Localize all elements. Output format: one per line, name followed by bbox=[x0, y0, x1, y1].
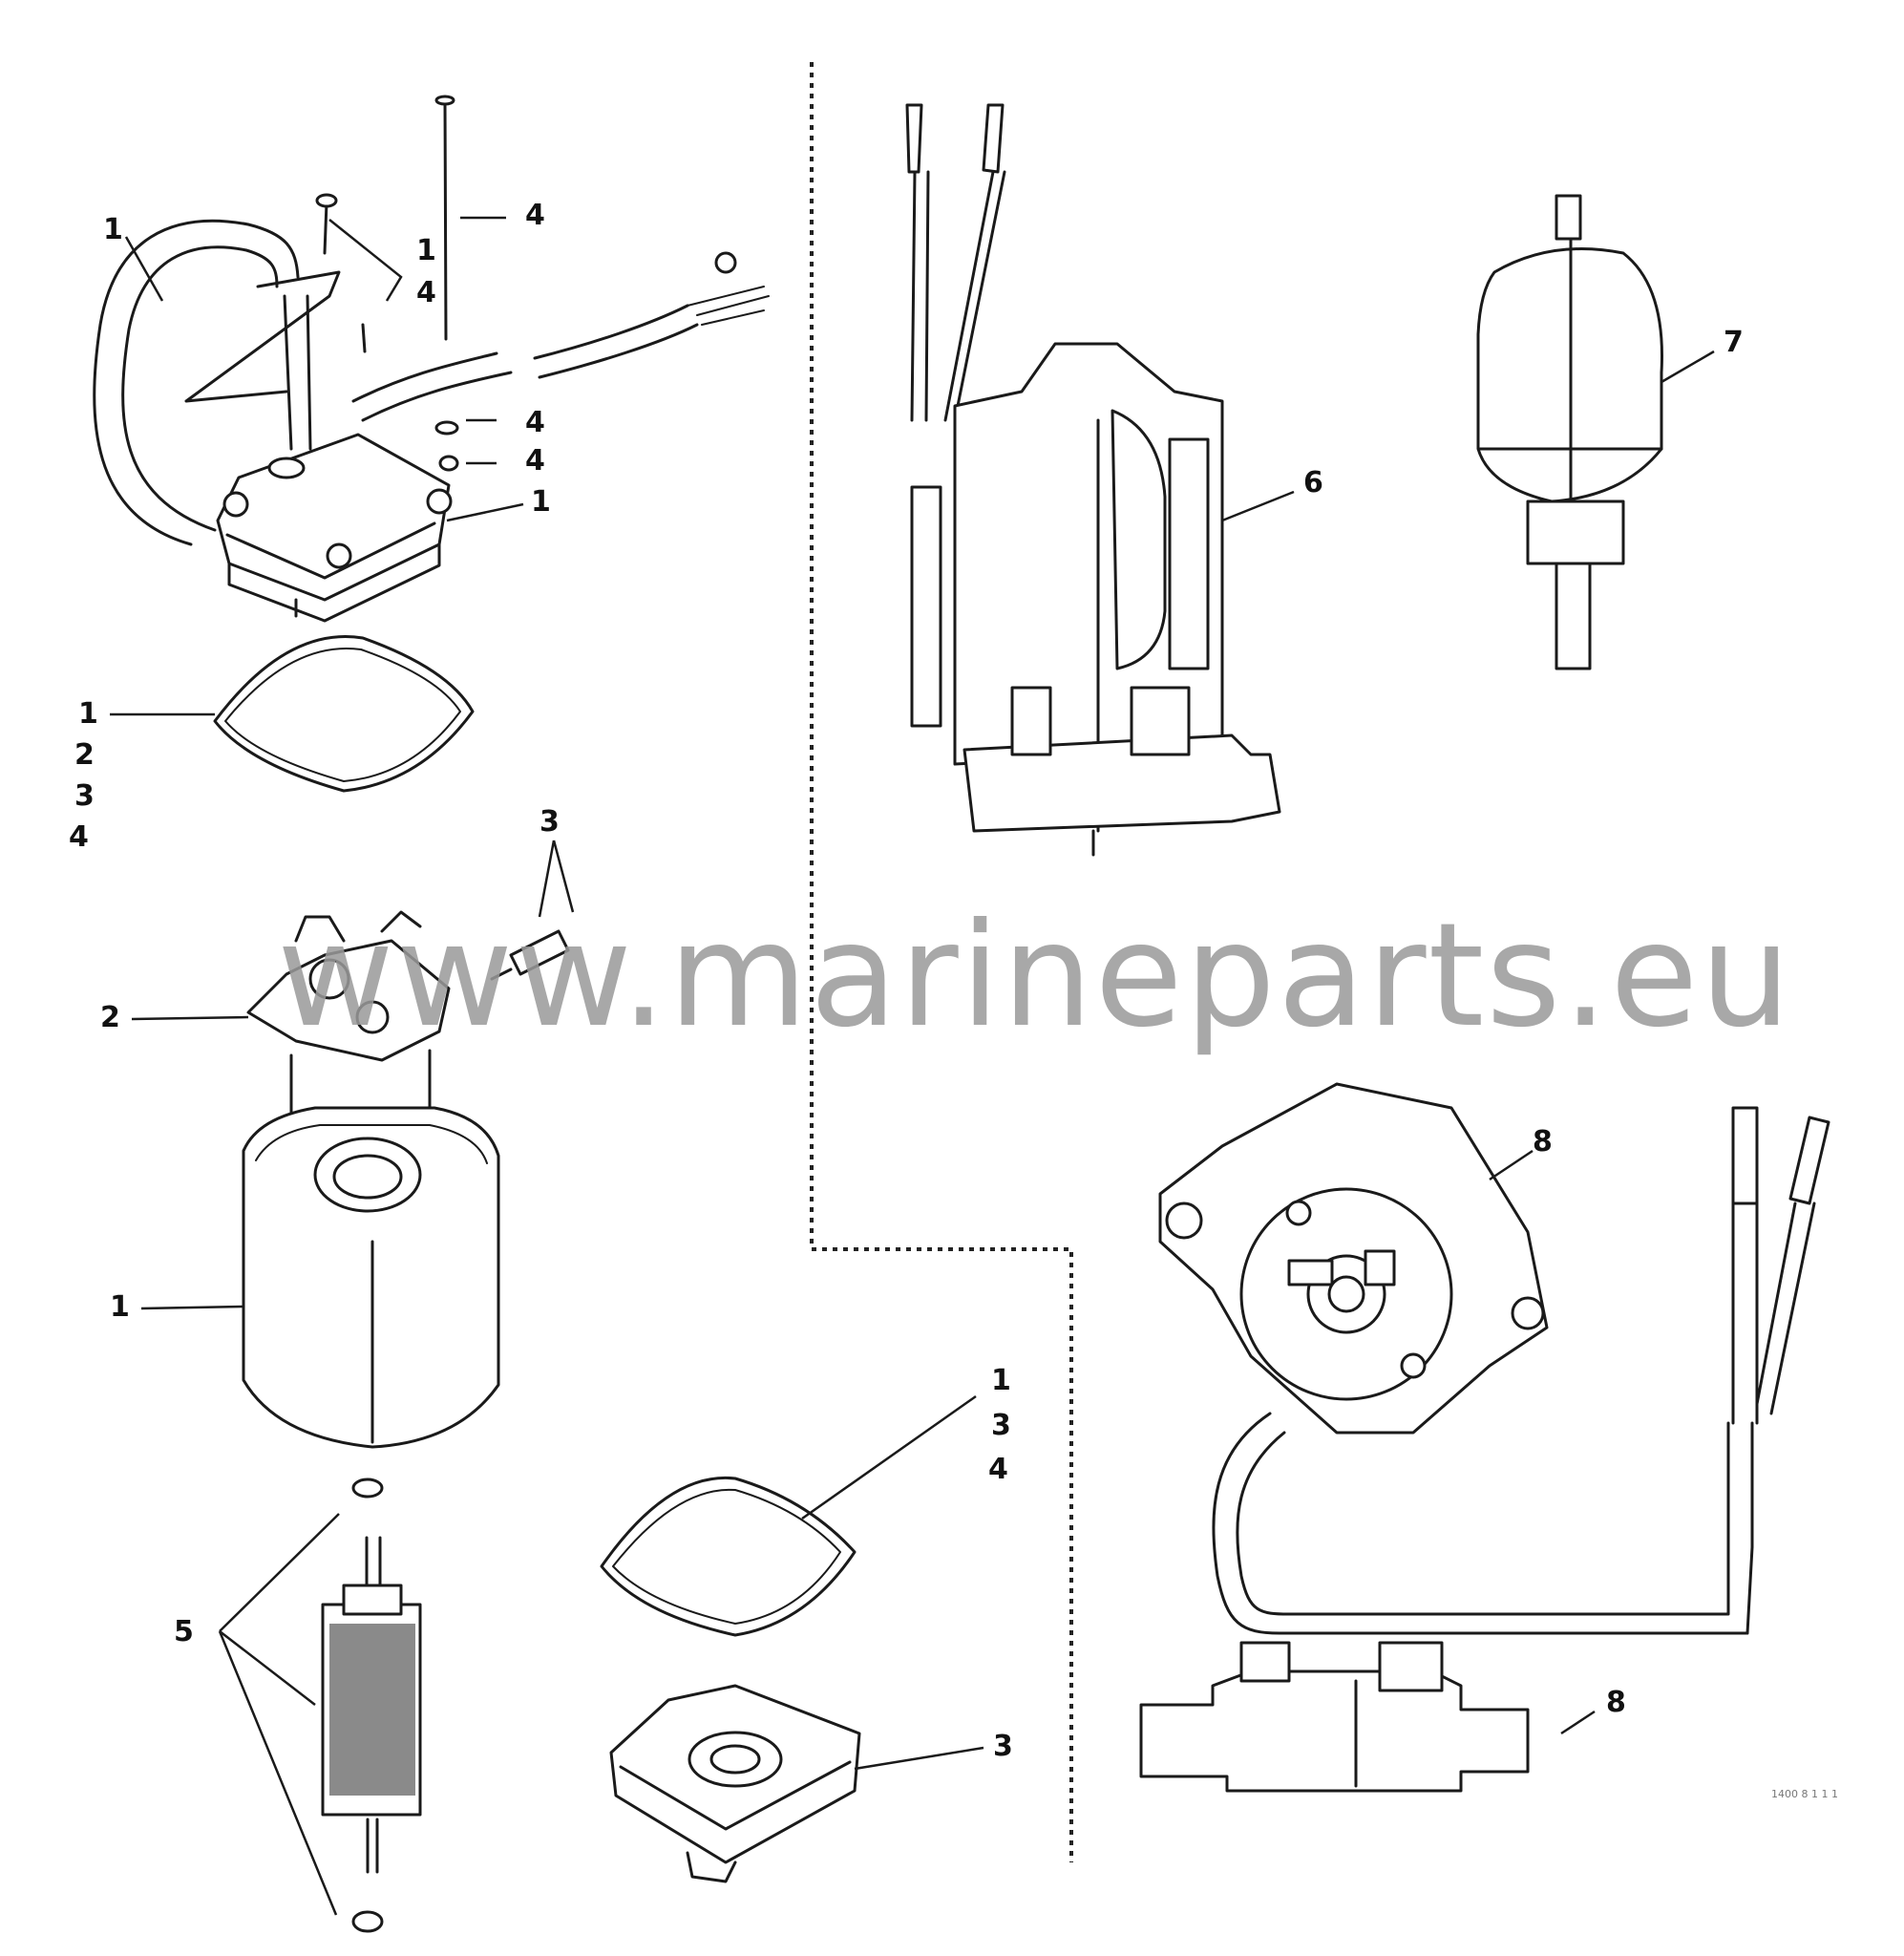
callout-washer-a: 4 bbox=[525, 406, 545, 439]
armature bbox=[321, 1478, 422, 1933]
section-divider bbox=[810, 62, 1073, 1862]
callout-washer-b: 4 bbox=[525, 444, 545, 478]
callout-bolt-long: 4 bbox=[525, 199, 545, 232]
callout-reservoir: 7 bbox=[1724, 326, 1744, 359]
relay-plate bbox=[1158, 1082, 1830, 1635]
callout-armature: 5 bbox=[174, 1615, 194, 1648]
callout-brush-screws: 3 bbox=[539, 805, 560, 839]
callout-screw-b: 4 bbox=[416, 276, 436, 309]
callout-motor-assembly: 6 bbox=[1303, 466, 1323, 500]
callout-hose: 1 bbox=[103, 213, 123, 246]
gasket-bottom bbox=[600, 1476, 857, 1637]
relay-block bbox=[1139, 1641, 1530, 1793]
callout-gasket-3: 3 bbox=[74, 779, 95, 813]
callout-gasket-1: 1 bbox=[78, 697, 98, 731]
callout-gasket-2: 2 bbox=[74, 738, 95, 772]
cover-assembly bbox=[93, 95, 770, 623]
motor-assembly bbox=[905, 103, 1281, 857]
callout-seal-1: 1 bbox=[991, 1364, 1011, 1397]
end-cap bbox=[609, 1684, 861, 1883]
figure-code: 1400 8 1 1 1 bbox=[1771, 1788, 1838, 1800]
brush-plate-assembly bbox=[246, 910, 570, 1129]
motor-housing bbox=[242, 1106, 500, 1449]
callout-relay-plate: 8 bbox=[1533, 1125, 1553, 1159]
callout-end-cap: 3 bbox=[993, 1730, 1013, 1763]
callout-relay-block: 8 bbox=[1606, 1686, 1626, 1719]
callout-screw-a: 1 bbox=[416, 234, 436, 267]
callout-housing: 1 bbox=[110, 1290, 130, 1324]
callout-brush-plate: 2 bbox=[100, 1001, 120, 1034]
callout-seal-4: 4 bbox=[988, 1453, 1008, 1486]
gasket-top bbox=[213, 635, 475, 793]
reservoir bbox=[1476, 194, 1663, 670]
callout-cover: 1 bbox=[531, 485, 551, 519]
callout-seal-3: 3 bbox=[991, 1409, 1011, 1442]
callout-gasket-4: 4 bbox=[69, 820, 89, 854]
